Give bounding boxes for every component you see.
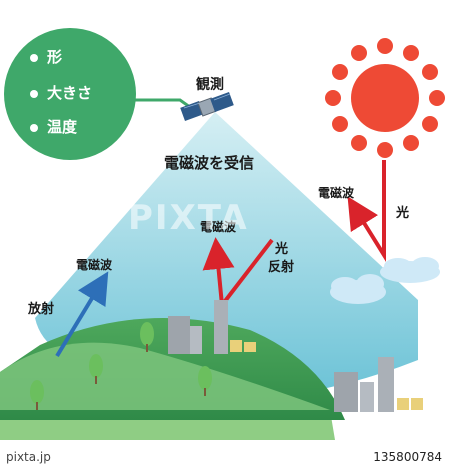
satellite-icon (180, 92, 234, 121)
reflect-arrow-incoming (220, 238, 274, 307)
buildings-right (334, 357, 423, 412)
label-em-wave-left: 電磁波 (76, 258, 113, 272)
footer-id: 135800784 (373, 450, 442, 464)
label-light-reflect-2: 反射 (268, 260, 295, 275)
radiation-arrow (55, 271, 109, 358)
bubble-item-size: 大きさ (30, 82, 92, 103)
label-observation: 観測 (196, 77, 224, 93)
label-light-right: 光 (396, 206, 410, 221)
buildings-center (168, 300, 256, 354)
sun-icon (325, 38, 445, 158)
label-receive: 電磁波を受信 (164, 154, 255, 172)
bullet-dot (30, 53, 38, 62)
label-light-reflect-1: 光 (275, 242, 289, 257)
bubble-item-temperature: 温度 (30, 116, 77, 137)
bullet-dot (30, 123, 38, 132)
label-em-wave-center: 電磁波 (200, 220, 237, 234)
info-bubble (4, 28, 136, 160)
sunlight-ray (347, 160, 386, 262)
label-radiation: 放射 (28, 302, 55, 317)
footer: pixta.jp 135800784 (0, 447, 450, 469)
clouds-right (330, 257, 440, 304)
footer-site: pixta.jp (6, 450, 51, 464)
bullet-dot (30, 89, 38, 98)
trees (30, 322, 212, 410)
bubble-item-shape: 形 (30, 46, 62, 67)
watermark: PIXTA (128, 198, 249, 238)
front-slope (0, 342, 330, 410)
reflect-arrow-up (202, 237, 235, 306)
label-em-wave-right: 電磁波 (318, 186, 355, 200)
